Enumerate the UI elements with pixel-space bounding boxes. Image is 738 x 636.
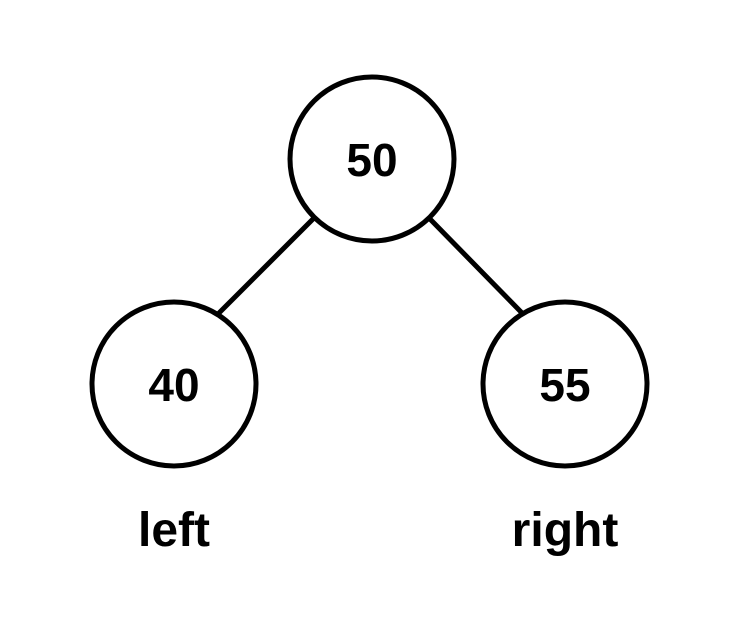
edge-root-right <box>428 217 525 316</box>
node-root-circle <box>287 74 457 244</box>
node-root: 50 <box>287 74 457 244</box>
edge-root-left <box>216 217 315 316</box>
node-left-circle <box>89 299 259 469</box>
node-root-value: 50 <box>346 134 397 186</box>
label-right: right <box>512 504 619 557</box>
node-left-value: 40 <box>148 359 199 411</box>
node-right: 55 <box>480 299 650 469</box>
node-right-value: 55 <box>539 359 590 411</box>
node-right-circle <box>480 299 650 469</box>
node-left: 40 <box>89 299 259 469</box>
label-left: left <box>138 504 210 557</box>
